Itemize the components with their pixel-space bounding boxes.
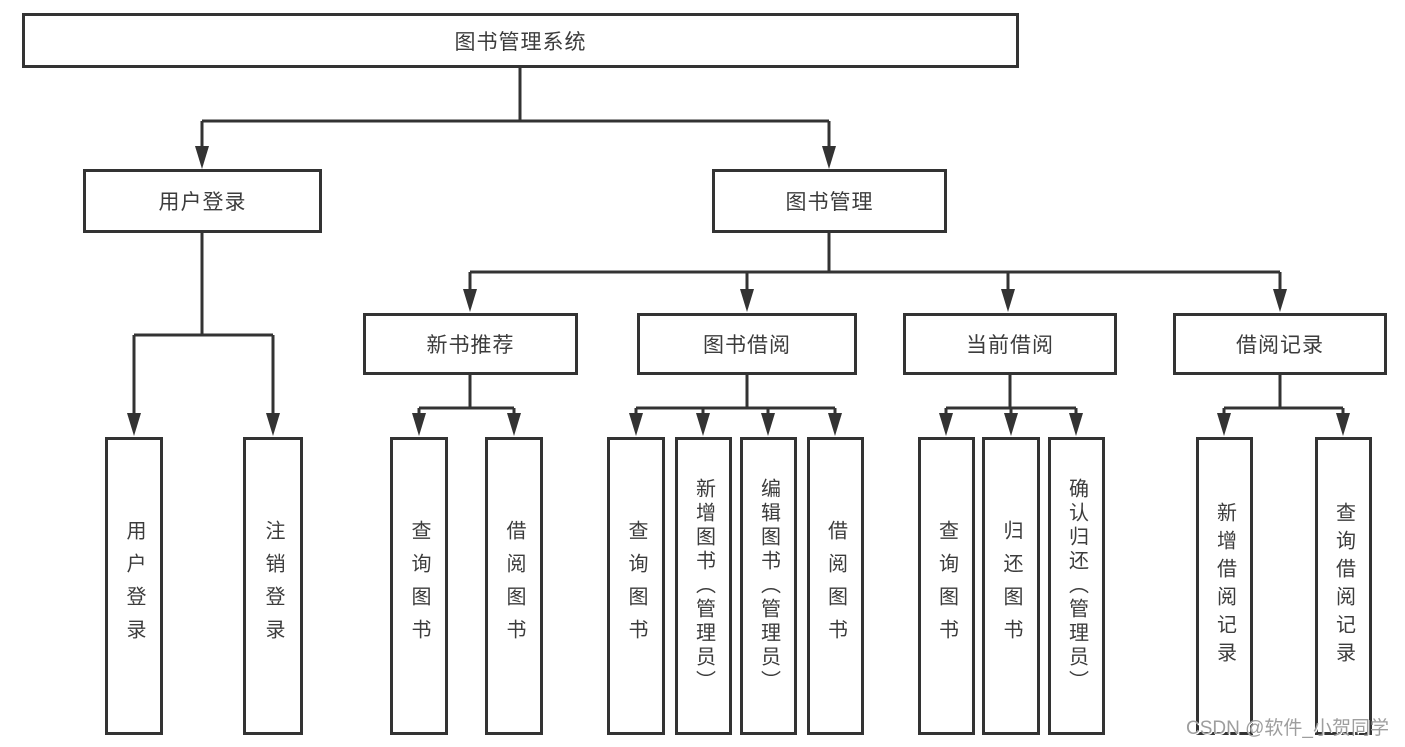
node-cb-return-books: 归还图书 (982, 437, 1040, 735)
node-borrowing-records: 借阅记录 (1173, 313, 1387, 375)
arrowhead (412, 413, 426, 436)
node-bb-add-books-admin: 新增图书（管理员） (675, 437, 732, 735)
arrowheads (127, 146, 1350, 436)
node-cb-confirm-return-admin-label: 确认归还（管理员） (1065, 478, 1088, 694)
connector-bookborrow-to-children (634, 375, 837, 414)
node-bb-borrow-books-label: 借阅图书 (824, 520, 847, 652)
arrowhead (1217, 413, 1231, 436)
connector-userlogin-to-children (132, 233, 275, 414)
node-bb-edit-books-admin-label: 编辑图书（管理员） (757, 478, 780, 694)
node-user-login-label: 用户登录 (158, 191, 247, 214)
node-book-borrowing-label: 图书借阅 (703, 334, 791, 357)
connector-bookmgmt-to-level3 (468, 233, 1282, 290)
node-br-query-record-label: 查询借阅记录 (1332, 502, 1355, 670)
node-borrowing-records-label: 借阅记录 (1236, 334, 1324, 357)
node-cb-return-books-label: 归还图书 (1000, 520, 1022, 652)
arrowhead (195, 146, 209, 169)
node-current-borrowing: 当前借阅 (903, 313, 1117, 375)
node-book-management-label: 图书管理 (785, 191, 874, 214)
node-user-login-action-label: 用户登录 (123, 520, 145, 652)
arrowhead (629, 413, 643, 436)
arrowhead (463, 289, 477, 312)
arrowhead (127, 413, 141, 436)
node-library-system: 图书管理系统 (22, 13, 1019, 68)
arrowhead (939, 413, 953, 436)
node-current-borrowing-label: 当前借阅 (966, 334, 1054, 357)
connector-currentborrow-to-children (944, 375, 1078, 414)
node-library-system-label: 图书管理系统 (454, 30, 587, 54)
node-br-add-record: 新增借阅记录 (1196, 437, 1253, 735)
node-cb-query-books: 查询图书 (918, 437, 975, 735)
node-user-login-action: 用户登录 (105, 437, 163, 735)
node-rec-query-books: 查询图书 (390, 437, 448, 735)
node-bb-add-books-admin-label: 新增图书（管理员） (692, 478, 715, 694)
node-cb-confirm-return-admin: 确认归还（管理员） (1048, 437, 1105, 735)
node-new-book-recommend-label: 新书推荐 (426, 334, 515, 357)
arrowhead (1273, 289, 1287, 312)
node-book-management: 图书管理 (712, 169, 947, 233)
node-cb-query-books-label: 查询图书 (935, 520, 958, 652)
arrowhead (1336, 413, 1350, 436)
node-new-book-recommend: 新书推荐 (363, 313, 578, 375)
node-bb-edit-books-admin: 编辑图书（管理员） (740, 437, 797, 735)
arrowhead (1069, 413, 1083, 436)
node-bb-query-books: 查询图书 (607, 437, 665, 735)
node-br-query-record: 查询借阅记录 (1315, 437, 1372, 735)
node-rec-borrow-books: 借阅图书 (485, 437, 543, 735)
arrowhead (740, 289, 754, 312)
arrowhead (1004, 413, 1018, 436)
node-logout-action: 注销登录 (243, 437, 303, 735)
arrowhead (266, 413, 280, 436)
connector-root-to-level2 (200, 68, 831, 148)
connector-borrowrecord-to-children (1222, 375, 1345, 414)
arrowhead (1001, 289, 1015, 312)
arrowhead (828, 413, 842, 436)
arrowhead (822, 146, 836, 169)
node-bb-borrow-books: 借阅图书 (807, 437, 864, 735)
csdn-watermark: CSDN @软件_小贺同学 (1186, 718, 1389, 739)
arrowhead (507, 413, 521, 436)
node-rec-borrow-books-label: 借阅图书 (503, 520, 525, 652)
arrowhead (761, 413, 775, 436)
node-book-borrowing: 图书借阅 (637, 313, 857, 375)
node-bb-query-books-label: 查询图书 (625, 520, 647, 652)
arrowhead (696, 413, 710, 436)
connector-newbookrec-to-children (417, 375, 516, 414)
node-br-add-record-label: 新增借阅记录 (1213, 502, 1236, 670)
node-user-login: 用户登录 (83, 169, 322, 233)
node-rec-query-books-label: 查询图书 (408, 520, 430, 652)
node-logout-action-label: 注销登录 (262, 520, 284, 652)
